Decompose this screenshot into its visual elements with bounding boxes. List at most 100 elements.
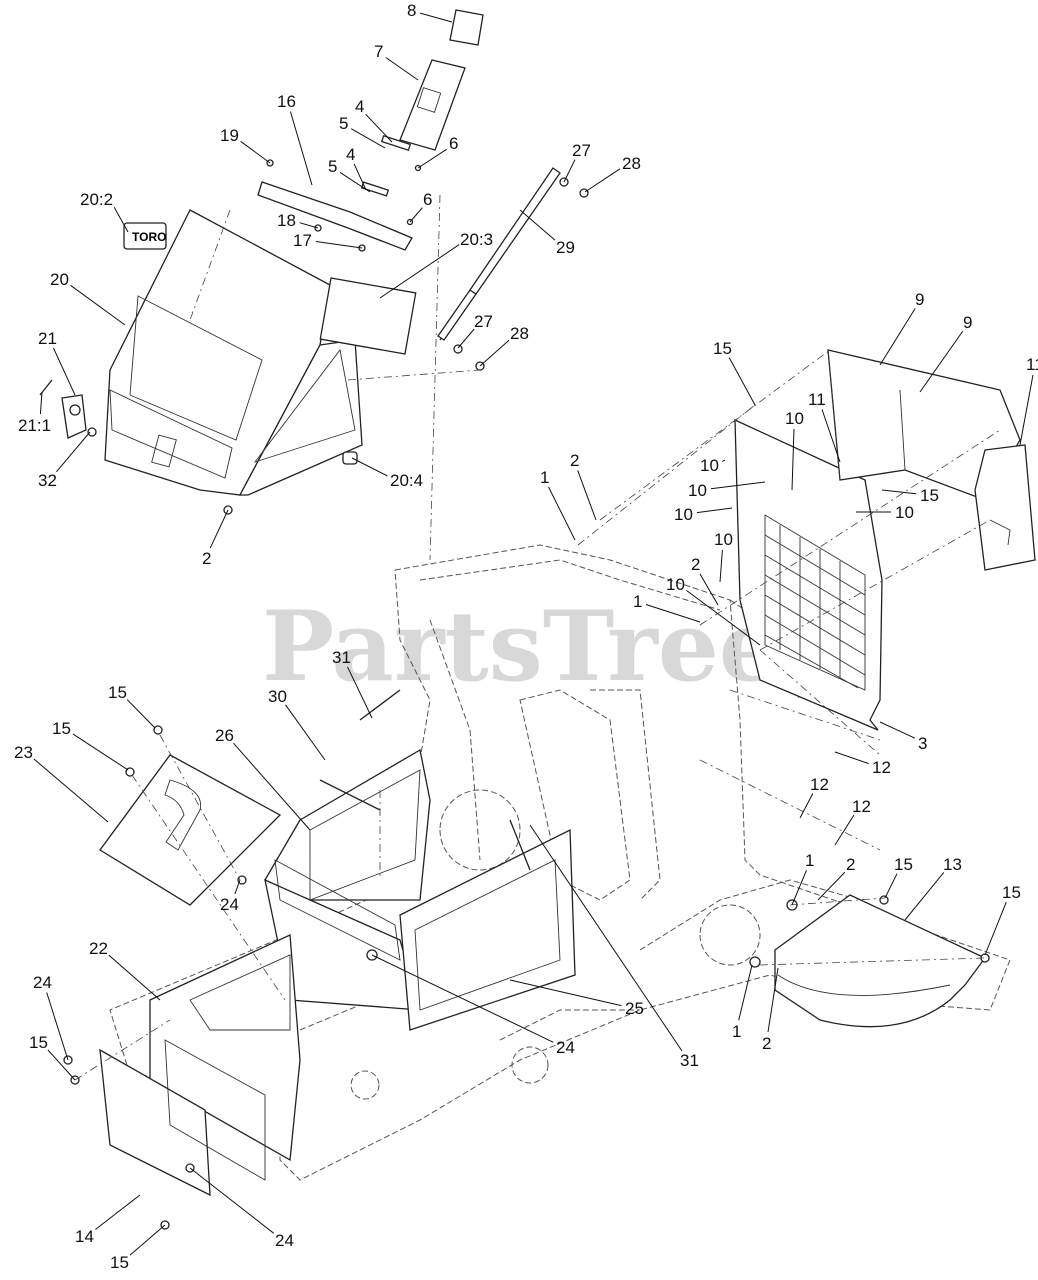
callout-label-c-9b: 9: [963, 313, 972, 332]
callout-label-c-12a: 12: [872, 758, 891, 777]
callout-label-c-6a: 6: [449, 134, 458, 153]
callout-leader-c-31a: [347, 666, 373, 719]
callout-leader-c-24a: [234, 879, 241, 895]
callout-leader-c-2b: [209, 509, 229, 549]
callout-label-c-29: 29: [556, 238, 575, 257]
callout-leader-c-27a: [563, 159, 576, 183]
callout-leader-c-17: [315, 241, 363, 249]
callout-label-c-1b: 1: [633, 592, 642, 611]
callout-leader-c-7: [385, 57, 419, 81]
callout-label-c-10e: 10: [895, 503, 914, 522]
callout-leader-c-10f: [719, 549, 723, 583]
callout-label-c-18: 18: [277, 211, 296, 230]
part-21-latch: [39, 379, 233, 515]
callout-label-c-15c: 15: [108, 683, 127, 702]
callout-leader-c-24b: [46, 992, 69, 1061]
callout-label-c-21: 21: [38, 329, 57, 348]
callout-label-c-15b: 15: [920, 486, 939, 505]
callout-label-c-15f: 15: [1002, 883, 1021, 902]
callout-leader-c-2a: [577, 470, 597, 521]
part-20-hood: TORO: [104, 209, 417, 496]
callout-label-c-9a: 9: [915, 290, 924, 309]
callout-label-c-27b: 27: [474, 312, 493, 331]
callout-leader-c-5b: [339, 171, 371, 193]
callout-leader-c-2d: [817, 871, 846, 901]
callout-label-c-19: 19: [220, 126, 239, 145]
part-3-grille-panel: [734, 418, 883, 731]
callout-label-c-24b: 24: [33, 973, 52, 992]
callout-leader-c-1b: [645, 604, 701, 623]
callout-leader-c-12b: [799, 793, 814, 819]
callout-label-c-25: 25: [625, 999, 644, 1018]
callout-label-c-21-1: 21:1: [18, 416, 51, 435]
callout-leader-c-26: [233, 742, 311, 831]
callout-label-c-3: 3: [918, 734, 927, 753]
callout-leader-c-15b: [881, 489, 917, 495]
callout-leader-c-18: [299, 222, 319, 229]
callout-leader-c-9b: [919, 330, 964, 393]
callout-label-c-32: 32: [38, 471, 57, 490]
callout-label-c-20-3: 20:3: [460, 230, 493, 249]
callout-leader-c-16: [289, 111, 313, 186]
callout-label-c-12b: 12: [810, 775, 829, 794]
callout-label-c-2a: 2: [570, 451, 579, 470]
callout-label-c-28b: 28: [510, 324, 529, 343]
callout-leader-c-10c: [710, 481, 766, 490]
callout-leader-c-20: [70, 284, 126, 326]
part-7-handle: [360, 9, 484, 197]
callout-leader-c-14: [95, 1194, 141, 1230]
callout-leader-c-24c: [371, 954, 554, 1043]
callout-leader-c-15h: [129, 1224, 166, 1256]
callout-label-c-22: 22: [89, 939, 108, 958]
callout-label-c-2e: 2: [762, 1034, 771, 1053]
callout-leader-c-12c: [834, 814, 855, 846]
part-30-31-rods: [319, 689, 531, 871]
callout-leader-c-22: [108, 954, 161, 1001]
callout-label-c-12c: 12: [852, 797, 871, 816]
callout-leader-c-12a: [834, 751, 869, 765]
callout-label-c-15a: 15: [713, 339, 732, 358]
callout-label-c-7: 7: [374, 42, 383, 61]
callout-label-c-11a: 11: [1026, 355, 1038, 374]
callout-leader-c-6a: [417, 148, 447, 169]
callout-label-c-2d: 2: [846, 855, 855, 874]
callout-leader-c-21: [52, 347, 76, 396]
callout-leader-c-2e: [767, 967, 779, 1033]
callout-label-c-20: 20: [50, 270, 69, 289]
callout-label-c-1a: 1: [540, 468, 549, 487]
callout-leader-c-15d: [72, 733, 129, 771]
callout-leader-c-15f: [984, 901, 1007, 956]
part-29-gas-spring: [437, 167, 589, 371]
callout-leader-c-5a: [350, 128, 386, 149]
callout-label-c-28a: 28: [622, 154, 641, 173]
callout-leader-c-24d: [189, 1167, 275, 1234]
callout-leader-c-13: [904, 872, 945, 921]
callout-leader-c-31b: [529, 824, 683, 1052]
callout-label-c-20-4: 20:4: [390, 471, 423, 490]
callout-label-c-5b: 5: [328, 157, 337, 176]
callout-label-c-24a: 24: [220, 895, 239, 914]
part-26-vent-housing: [264, 748, 576, 1031]
part-22-base-box: [63, 875, 301, 1162]
callout-label-c-30: 30: [268, 687, 287, 706]
callout-label-c-27a: 27: [572, 141, 591, 160]
callout-leader-c-25: [509, 979, 622, 1007]
callout-leader-c-10d: [696, 507, 733, 514]
callout-label-c-23: 23: [14, 743, 33, 762]
callout-label-c-15h: 15: [110, 1253, 129, 1272]
callout-leader-c-1c: [791, 870, 807, 906]
watermark-text: PartsTree: [262, 590, 780, 703]
callout-label-c-4b: 4: [346, 145, 355, 164]
part-13-guard: [749, 894, 990, 1028]
callout-leader-c-11b: [821, 409, 841, 463]
callout-leader-c-28a: [584, 168, 621, 193]
callout-leader-c-15e: [884, 873, 898, 899]
callout-leader-c-9a: [879, 308, 916, 366]
callout-label-c-6b: 6: [423, 190, 432, 209]
callout-leader-c-20-3: [379, 244, 460, 299]
callout-leader-c-19: [240, 140, 271, 164]
callout-leader-c-10b: [722, 459, 726, 463]
assembly-lines: [74, 194, 1001, 1081]
